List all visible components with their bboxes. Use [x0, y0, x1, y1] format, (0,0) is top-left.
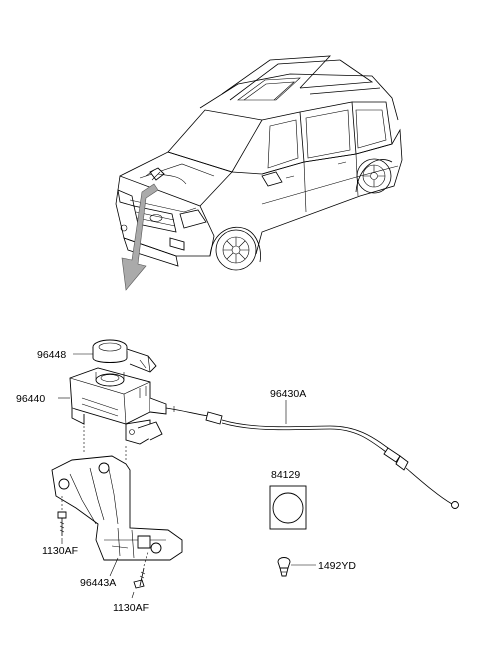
label-1130AF-lower: 1130AF [113, 602, 149, 614]
label-84129: 84129 [271, 469, 300, 481]
label-96448: 96448 [37, 349, 66, 361]
part-1492YD-clip [277, 557, 291, 577]
vehicle-illustration [115, 55, 403, 271]
label-1492YD: 1492YD [318, 560, 356, 572]
assembly-lines [83, 426, 127, 462]
label-96440: 96440 [16, 393, 45, 405]
part-96448-cap [92, 339, 157, 373]
label-96443A: 96443A [80, 577, 116, 589]
part-1130AF-lower-bolt [133, 551, 149, 589]
part-84129-pad [269, 485, 307, 530]
part-96440-actuator [69, 367, 167, 445]
label-96430A: 96430A [270, 388, 306, 400]
part-1130AF-upper-bolt [57, 496, 67, 536]
pointer-arrow [121, 183, 159, 291]
part-96430A-cable [165, 406, 459, 509]
part-96443A-bracket [51, 455, 183, 561]
label-1130AF-upper: 1130AF [42, 545, 78, 557]
